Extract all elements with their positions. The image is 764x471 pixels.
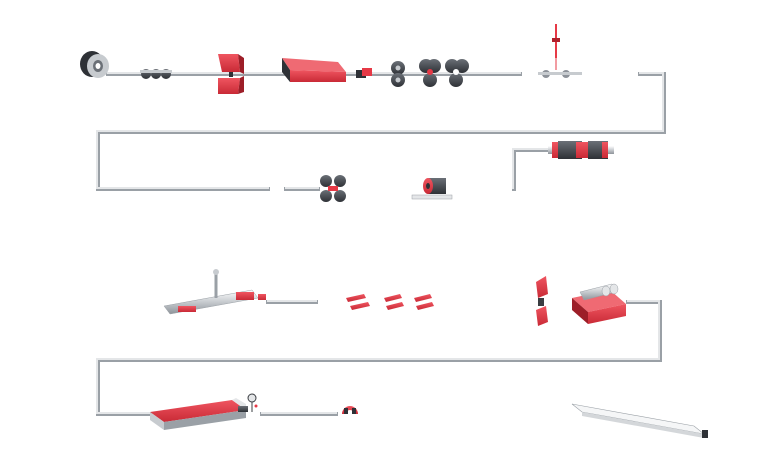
- forming-roll-2: [419, 59, 441, 87]
- station-loop-accumulator: [548, 141, 614, 159]
- clamp-3: [414, 294, 434, 310]
- station-shear: [218, 54, 244, 94]
- station-welder: [282, 58, 346, 82]
- station-guide-clamps: [346, 294, 434, 310]
- accumulator-loop: [512, 148, 550, 191]
- station-feed-rollers: [140, 69, 172, 79]
- station-straightener: [163, 269, 266, 315]
- station-bundler: [572, 283, 626, 324]
- clamp-2: [384, 294, 404, 310]
- station-flying-saw: [536, 276, 548, 326]
- station-coil-uncoiler: [80, 51, 109, 78]
- station-output-pipe: [571, 403, 708, 438]
- forming-roll-1: [391, 61, 405, 87]
- station-cutoff-arch: [342, 406, 358, 414]
- station-induction-coil: [411, 178, 453, 200]
- station-pinch-rollers: [356, 68, 372, 78]
- station-marking-unit: [247, 393, 258, 412]
- accumulator-drum-1: [552, 141, 582, 159]
- forming-roll-3: [445, 59, 469, 87]
- station-sizing-rolls: [320, 175, 346, 202]
- conveyor-track: [96, 72, 666, 416]
- accumulator-drum-2: [582, 141, 608, 159]
- clamp-1: [346, 294, 370, 310]
- station-run-out-table: [150, 398, 248, 430]
- station-welding-torch: [538, 24, 582, 78]
- station-forming-rolls: [391, 59, 469, 87]
